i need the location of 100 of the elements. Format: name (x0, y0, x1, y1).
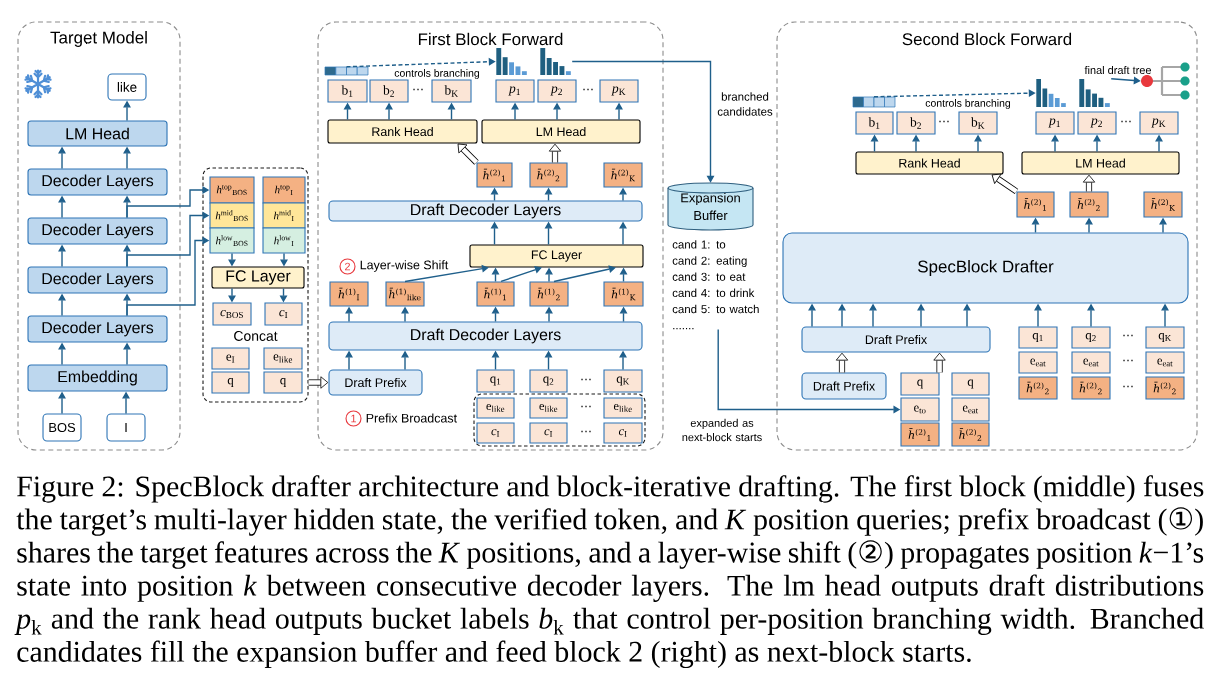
vector-box: c$_{I}$ (264, 302, 303, 326)
vector-box: b$_{2}$ (896, 111, 936, 135)
step-label: Layer-wise Shift (360, 260, 449, 272)
bucket-strip-icon (324, 66, 369, 76)
vector-box: q$_{K}$ (603, 369, 643, 393)
vector-box: e$_{eat}$ (1018, 351, 1058, 374)
edge-label: controls branching (394, 69, 480, 79)
histogram-icon (496, 48, 527, 75)
ellipsis: ⋯ (581, 378, 591, 381)
token-box: like (107, 73, 147, 101)
ellipsis: ⋯ (939, 120, 949, 123)
layer-box: FC Layer (469, 244, 644, 268)
histogram-icon (1079, 79, 1110, 107)
vector-box: q (211, 371, 250, 394)
layer-box: Embedding (27, 364, 168, 392)
layer-box: LM Head (27, 120, 168, 147)
vector-box: p$_{K}$ (599, 79, 639, 103)
vector-box: c$_{I}$ (603, 422, 643, 444)
ellipsis: ⋯ (1121, 120, 1131, 123)
prefix-box: Draft Prefix (328, 369, 423, 396)
arrow (500, 266, 542, 283)
prefix-box: Draft Prefix (801, 326, 991, 353)
edge-label: final draft tree (1084, 66, 1151, 74)
vector-box: e$_{I}$ (211, 347, 250, 370)
step-number: 1 (345, 410, 362, 427)
vector-box: e$_{eat}$ (1145, 351, 1185, 374)
hollow-arrow (835, 352, 849, 373)
vector-box: b$_{K}$ (958, 111, 998, 135)
ellipsis: ⋯ (413, 88, 423, 91)
ellipsis: ⋯ (1123, 385, 1133, 388)
vector-box: b$_{K}$ (431, 79, 472, 103)
head-box: Rank Head (855, 151, 1004, 175)
bucket-strip-icon (852, 96, 896, 108)
arrow (404, 264, 489, 283)
vector-box: p$_{K}$ (1139, 111, 1179, 135)
vector-box: e$_{like}$ (263, 347, 303, 370)
step-label: Prefix Broadcast (366, 413, 457, 423)
head-box: Rank Head (327, 119, 478, 144)
head-box: LM Head (481, 119, 641, 144)
ellipsis: ⋯ (1123, 334, 1133, 337)
vector-box: c$_{I}$ (476, 422, 515, 444)
ellipsis: ⋯ (1123, 359, 1133, 362)
layer-box: Decoder Layers (27, 266, 168, 294)
group-label: Concat (234, 331, 278, 341)
vector-box: e$_{eat}$ (1071, 351, 1111, 374)
ellipsis: ⋯ (581, 430, 591, 433)
edge-label: controls branching (925, 99, 1011, 109)
dashed-arrow (345, 57, 496, 68)
vector-box: p$_{1}$ (495, 79, 535, 103)
dashed-group (473, 393, 646, 447)
layer-box: FC Layer (211, 266, 305, 289)
hollow-arrow (1082, 174, 1096, 192)
vector-box: q$_{1}$ (1018, 326, 1058, 349)
histogram-icon (1036, 79, 1066, 107)
vector-box: c$_{BOS}$ (212, 302, 252, 326)
layer-box: Decoder Layers (27, 168, 168, 196)
ellipsis: ⋯ (583, 88, 593, 91)
panel-title: Target Model (50, 31, 147, 47)
vector-box: b$_{2}$ (369, 79, 409, 103)
head-box: LM Head (1021, 151, 1180, 175)
vector-box: c$_{I}$ (529, 422, 568, 444)
vector-box: q$_{1}$ (476, 369, 515, 393)
ellipsis: ⋯ (581, 405, 591, 408)
histogram-icon (540, 48, 571, 75)
hollow-arrow (308, 376, 329, 389)
vector-box: q (263, 371, 303, 394)
layer-box: Draft Decoder Layers (328, 200, 643, 222)
vector-box: q$_{K}$ (1145, 326, 1185, 349)
vector-box: e$_{eat}$ (951, 397, 990, 422)
vector-box: p$_{2}$ (1077, 111, 1117, 135)
vector-box: q$_{2}$ (529, 369, 568, 393)
vector-box: e$_{like}$ (529, 397, 568, 419)
edge-label: branched candidates (717, 92, 773, 116)
arrow (553, 265, 616, 283)
layer-box: Decoder Layers (27, 217, 168, 245)
candidate-list: cand 1: to cand 2: eating cand 3: to eat cand 4: to drink cand 5: to watch ....... (672, 240, 759, 330)
layer-box: Draft Decoder Layers (328, 321, 643, 351)
hollow-arrow (991, 173, 1019, 194)
vector-box: p$_{2}$ (537, 79, 577, 103)
token-box: BOS (42, 413, 82, 442)
vector-box: e$_{like}$ (476, 397, 515, 419)
hollow-arrow (548, 143, 562, 163)
panel-title: Second Block Forward (902, 32, 1072, 46)
panel-title: First Block Forward (418, 32, 563, 46)
drafter-box: SpecBlock Drafter (782, 232, 1189, 304)
vector-box: q (951, 372, 990, 396)
buffer-cylinder: Expansion Buffer (667, 182, 754, 231)
vector-box: e$_{like}$ (603, 397, 643, 419)
hollow-arrow (457, 143, 479, 165)
vector-box: q$_{2}$ (1071, 326, 1111, 349)
token-box: I (106, 413, 146, 442)
prefix-box: Draft Prefix (801, 372, 887, 400)
vector-box: p$_{1}$ (1035, 111, 1075, 135)
vector-box: b$_{1}$ (327, 79, 368, 103)
caption: Figure 2: SpecBlock drafter architecture and block-iterative drafting. The first block (middle) fuses the target’s multi-layer hidden state, the verified token, and K position queries; prefix broadcast (①) shares the target features across the K positions, and a layer-wise shift (②) propagates position k−1’s state into position k between consecutive decoder layers. The lm head outputs draft distributions p$_{k}$ and the rank head outputs bucket labels b$_{k}$ that control per-position branching width. Branched candidates fill the expansion buffer and feed block 2 (right) as next-block starts. (14, 475, 1204, 669)
vector-box: q (900, 372, 940, 396)
layer-box: Decoder Layers (27, 315, 168, 343)
edge-label: expanded as next-block starts (682, 418, 762, 442)
step-number: 2 (339, 258, 356, 275)
vector-box: b$_{1}$ (855, 111, 894, 135)
